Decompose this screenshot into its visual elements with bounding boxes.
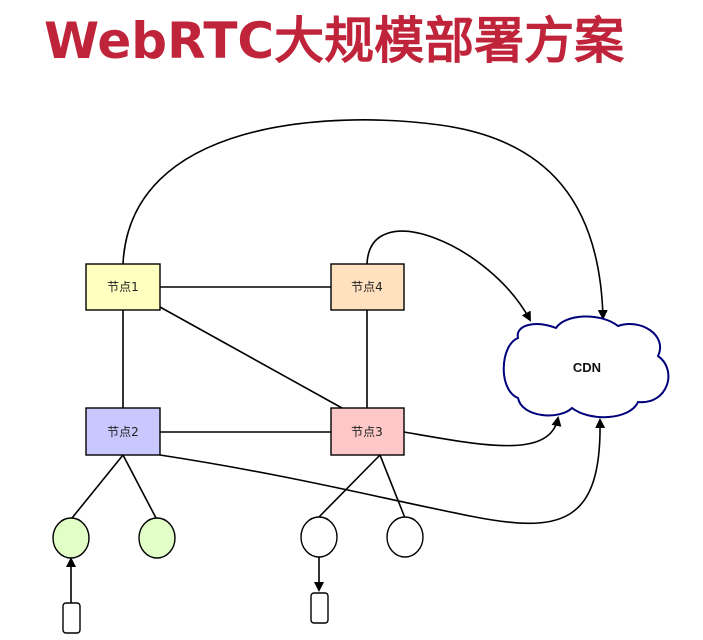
arrow-node3-to-cdn (403, 416, 562, 447)
client-circle-c (300, 516, 338, 558)
node-4: 节点4 (330, 263, 405, 311)
device-box-b (310, 592, 329, 624)
node-label: 节点1 (107, 280, 139, 294)
cdn-label: CDN (573, 360, 601, 375)
device-box-a (62, 602, 81, 634)
cdn-links (122, 119, 608, 525)
link-node2-client-b (122, 454, 157, 519)
link-node3-client-d (379, 454, 406, 519)
node-box (330, 407, 405, 456)
devices (62, 592, 329, 634)
node-3: 节点3 (330, 407, 405, 456)
cdn-cloud: CDN (502, 315, 670, 419)
arrow-node1-to-cdn (122, 119, 608, 320)
link-node2-client-a (71, 454, 124, 519)
link-node1-node3 (159, 306, 343, 409)
node-box (85, 407, 161, 456)
node-box (330, 263, 405, 311)
arrow-node2-to-cdn (159, 418, 606, 525)
page-title: WebRTC大规模部署方案 (44, 12, 625, 70)
cloud-icon (502, 315, 670, 419)
node-links (122, 286, 368, 433)
node-label: 节点3 (351, 425, 383, 439)
node-label: 节点4 (351, 280, 383, 294)
arrow-node4-to-cdn (366, 230, 531, 322)
client-circle-b (138, 517, 176, 559)
client-circle-a (52, 517, 90, 559)
clients (52, 516, 424, 559)
node-box (85, 263, 161, 311)
client-circle-d (386, 516, 424, 558)
link-node3-client-c (317, 454, 381, 519)
client-links (66, 454, 406, 603)
node-label: 节点2 (107, 425, 139, 439)
node-1: 节点1 (85, 263, 161, 311)
node-2: 节点2 (85, 407, 161, 456)
